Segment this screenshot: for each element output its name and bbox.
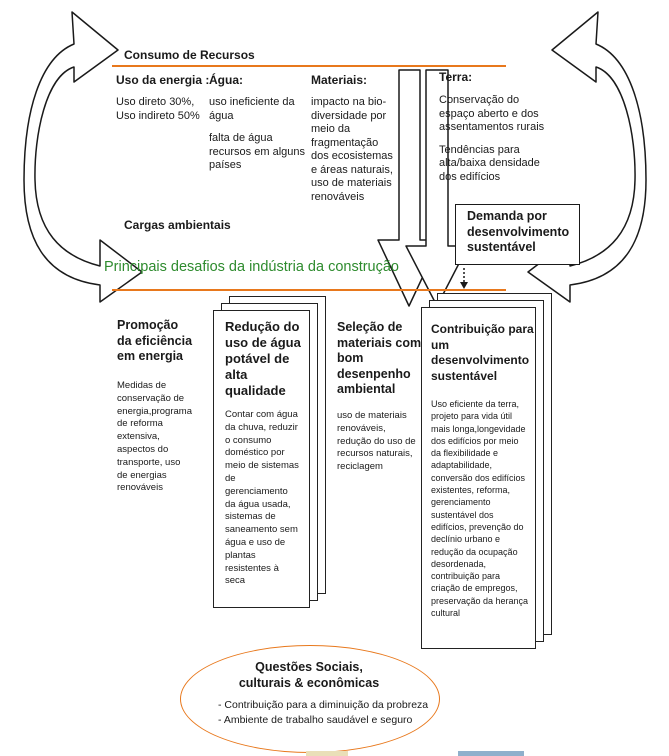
right-cycle-arrow — [527, 11, 647, 303]
sociais-list: - Contribuição para a diminuição da prob… — [218, 698, 428, 728]
demanda-line: desenvolvimento — [467, 224, 570, 239]
agua-title: Água: — [209, 73, 243, 87]
contribuicao-title: Contribuição para um desenvolvimento sus… — [431, 322, 534, 383]
selecao-title: Seleção de materiais com bom desenpenho … — [337, 320, 422, 396]
energia-title: Uso da energia : — [116, 73, 210, 87]
reducao-text: Contar com água da chuva, reduzir o cons… — [225, 409, 299, 587]
terra-title: Terra: — [439, 70, 473, 84]
demanda-box: Demanda por desenvolvimento sustentável — [455, 204, 580, 265]
demanda-line: sustentável — [467, 240, 536, 254]
reducao-title: Redução do uso de água potável de alta q… — [225, 319, 301, 398]
sociais-title: Questões Sociais, culturais & econômicas — [238, 660, 380, 690]
terra-text: Conservação do espaço aberto e dos assen… — [439, 94, 545, 183]
reducao-box: Redução do uso de água potável de alta q… — [213, 310, 310, 608]
left-cycle-arrow — [23, 11, 143, 303]
connector-arrowhead — [460, 282, 468, 289]
sociais-item: - Ambiente de trabalho saudável e seguro — [218, 714, 413, 726]
cargas-ambientais: Cargas ambientais — [124, 218, 231, 232]
materiais-title: Materiais: — [311, 73, 368, 87]
challenges-title: Principais desafios da indústria da cons… — [104, 259, 399, 275]
contribuicao-box: Contribuição para um desenvolvimento sus… — [421, 307, 536, 649]
consumo-heading: Consumo de Recursos — [124, 48, 255, 62]
selecao-text: uso de materiais renováveis, redução do … — [337, 410, 416, 473]
promocao-text: Medidas de conservação de energia,progra… — [117, 380, 192, 494]
sociais-ellipse — [180, 645, 440, 753]
down-arrow-terra — [405, 69, 469, 307]
scan-artifact — [458, 751, 524, 756]
scan-artifact — [306, 751, 348, 756]
promocao-title: Promoção da eficiência em energia — [117, 318, 193, 363]
materiais-text: impacto na bio- diversidade por meio da … — [311, 96, 393, 203]
demanda-line: Demanda por — [467, 209, 547, 223]
energia-text: Uso direto 30%, Uso indireto 50% — [116, 96, 200, 122]
sociais-item: - Contribuição para a diminuição da prob… — [218, 699, 429, 711]
contribuicao-text: Uso eficiente da terra, projeto para vid… — [431, 399, 529, 619]
agua-text: uso ineficiente da água falta de água re… — [209, 96, 305, 171]
